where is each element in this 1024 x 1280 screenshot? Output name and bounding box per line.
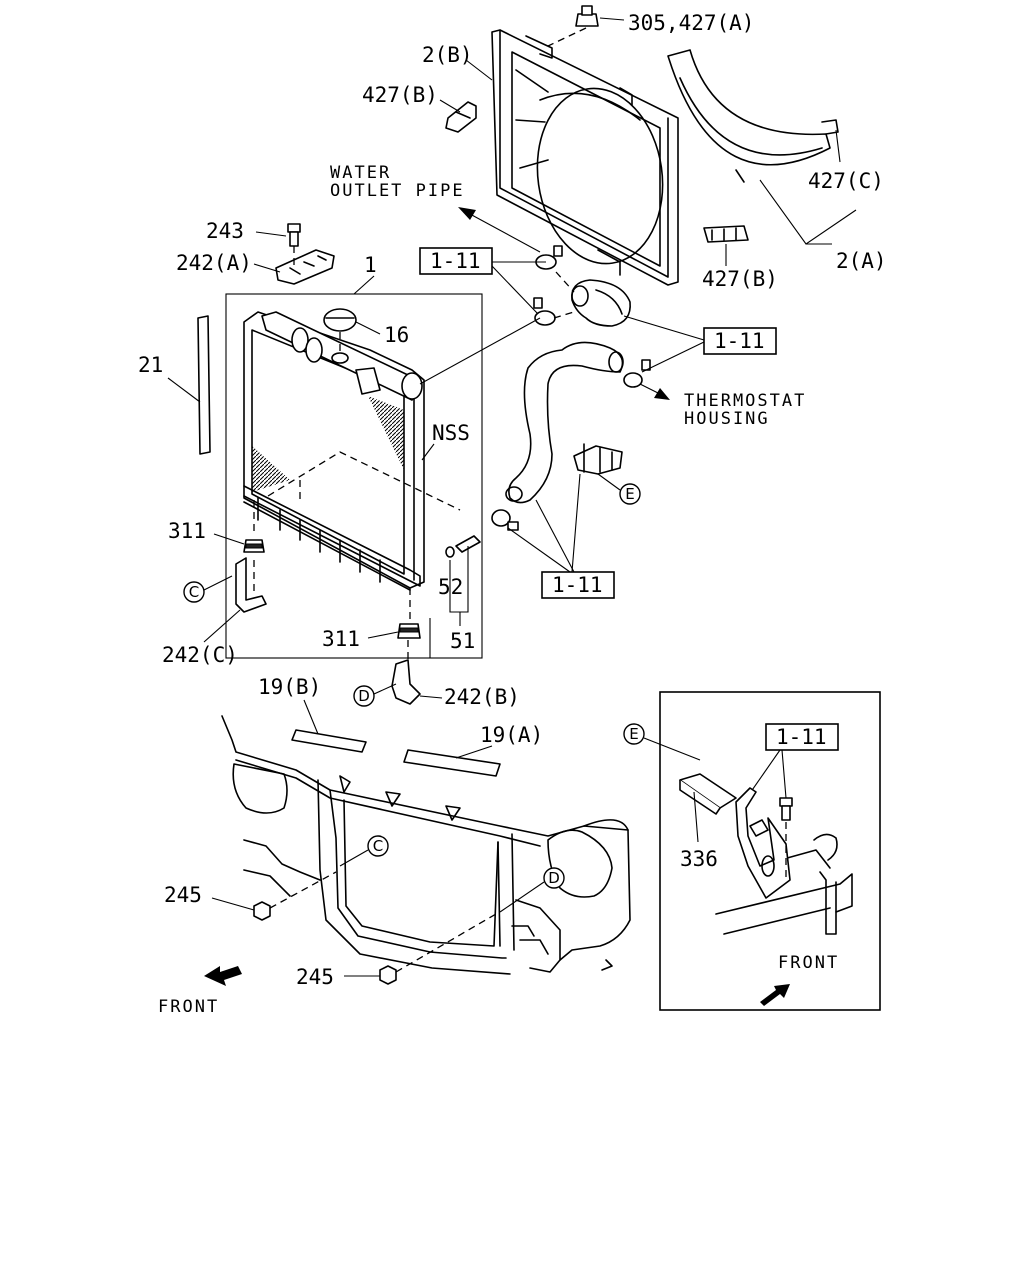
callout-e-hose-text: E xyxy=(625,485,634,503)
upper-hose xyxy=(571,279,631,327)
nut-245-bottom xyxy=(379,913,497,985)
fan-shroud-upper xyxy=(491,29,679,286)
label-427b-clip: 427(B) xyxy=(702,267,778,291)
label-427c: 427(C) xyxy=(808,169,884,193)
label-311-mid: 311 xyxy=(322,627,360,651)
svg-text:1-11: 1-11 xyxy=(714,329,765,353)
label-front-inset: FRONT xyxy=(778,953,839,973)
label-242a: 242(A) xyxy=(176,251,252,275)
inset-frame-member xyxy=(715,833,853,935)
bracket-242c xyxy=(235,557,267,613)
seal-strip xyxy=(197,315,211,455)
ref-box-3: 1-11 xyxy=(507,473,615,599)
label-1: 1 xyxy=(364,253,377,277)
lower-hose xyxy=(505,341,624,504)
bolt-243 xyxy=(287,223,301,247)
callout-c-left xyxy=(183,581,205,603)
hose-clamp-lower-2 xyxy=(491,509,519,531)
pad-19b xyxy=(291,729,367,753)
callout-e-inset-text: E xyxy=(629,725,638,743)
label-19b: 19(B) xyxy=(258,675,321,699)
mount-311-left xyxy=(243,500,265,553)
callout-d-frame xyxy=(543,867,565,889)
label-336: 336 xyxy=(680,847,718,871)
pad-19a xyxy=(403,749,501,777)
callout-d-mount xyxy=(353,685,375,707)
inset-bolt xyxy=(779,797,793,821)
label-nss: NSS xyxy=(432,421,470,445)
front-arrow-inset xyxy=(760,984,790,1006)
label-water-outlet-1: WATER xyxy=(330,163,391,183)
svg-text:1-11: 1-11 xyxy=(430,249,481,273)
label-245-bottom: 245 xyxy=(296,965,334,989)
thermostat-arrow xyxy=(639,383,670,400)
label-19a: 19(A) xyxy=(480,723,543,747)
ref-box-2: 1-11 xyxy=(623,315,777,373)
svg-text:1-11: 1-11 xyxy=(552,573,603,597)
label-243: 243 xyxy=(206,219,244,243)
label-305-427a: 305,427(A) xyxy=(628,11,754,35)
hose-clamp-upper-1 xyxy=(535,245,563,270)
label-21: 21 xyxy=(138,353,163,377)
hose-clamp-lower-1 xyxy=(623,359,651,388)
label-427b-top: 427(B) xyxy=(362,83,438,107)
clip-427b-right xyxy=(703,225,749,243)
label-311-left: 311 xyxy=(168,519,206,543)
label-51: 51 xyxy=(450,629,475,653)
svg-text:1-11: 1-11 xyxy=(776,725,827,749)
label-thermostat-1: THERMOSTAT xyxy=(684,391,806,411)
callout-c-left-text: C xyxy=(189,583,199,601)
label-242c: 242(C) xyxy=(162,643,238,667)
label-water-outlet-2: OUTLET PIPE xyxy=(330,181,465,201)
callout-d-mount-text: D xyxy=(358,687,370,705)
ref-box-4: 1-11 xyxy=(747,723,839,799)
inset-bracket xyxy=(735,787,791,899)
ref-box-1: 1-11 xyxy=(419,247,546,315)
label-245-left: 245 xyxy=(164,883,202,907)
label-2b: 2(B) xyxy=(422,43,473,67)
label-16: 16 xyxy=(384,323,409,347)
mount-311-mid xyxy=(397,588,421,639)
label-242b: 242(B) xyxy=(444,685,520,709)
label-52: 52 xyxy=(438,575,463,599)
callout-e-hose xyxy=(619,483,641,505)
callout-d-frame-text: D xyxy=(548,869,560,887)
bracket-242b xyxy=(391,640,421,705)
drain-plug xyxy=(445,535,481,558)
nut-245-left xyxy=(253,871,337,921)
callout-c-frame xyxy=(367,835,389,857)
hose-clamp-upper-2 xyxy=(533,297,556,326)
callout-e-inset xyxy=(623,723,645,745)
label-thermostat-2: HOUSING xyxy=(684,409,770,429)
fan-shroud-bolt xyxy=(547,5,625,47)
inset-box xyxy=(659,691,881,1011)
water-outlet-arrow xyxy=(458,207,541,253)
clip-427b-top xyxy=(445,101,477,133)
hose-bracket xyxy=(573,443,623,475)
front-arrow-left xyxy=(204,966,242,986)
fan-shroud-lower xyxy=(667,49,839,183)
label-2a: 2(A) xyxy=(836,249,887,273)
radiator-cap xyxy=(323,308,357,364)
bracket-242a xyxy=(275,246,335,285)
callout-c-frame-text: C xyxy=(373,837,383,855)
inset-pad-336 xyxy=(679,773,737,815)
label-front-left: FRONT xyxy=(158,997,219,1017)
